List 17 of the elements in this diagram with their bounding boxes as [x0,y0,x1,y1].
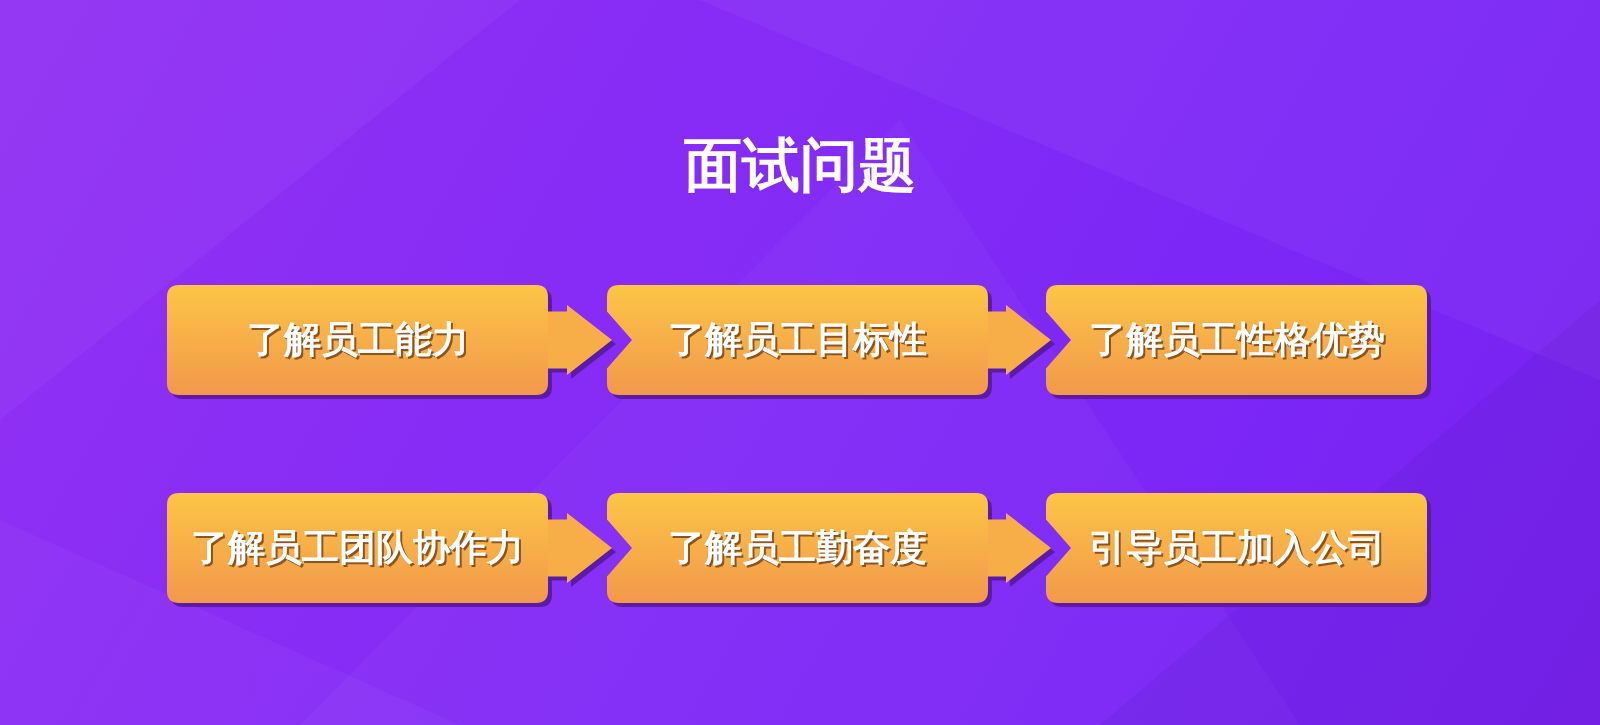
process-box [167,493,552,607]
process-box [1046,285,1431,399]
arrow [988,305,1051,375]
node-text: 了解员工性格优势 [1088,318,1385,362]
node-text: 了解员工目标性 [668,318,927,362]
process-box [607,285,992,399]
process-box [167,285,552,399]
arrow [548,513,612,583]
node-text: 了解员工能力 [246,318,469,362]
node-text: 引导员工加入公司 [1088,526,1385,570]
process-box [607,493,992,607]
arrow [988,513,1051,583]
node-text: 了解员工勤奋度 [668,526,927,570]
process-box [1046,493,1431,607]
node-text: 了解员工团队协作力 [191,526,524,570]
arrow [548,305,612,375]
title: 面试问题 [684,134,916,198]
